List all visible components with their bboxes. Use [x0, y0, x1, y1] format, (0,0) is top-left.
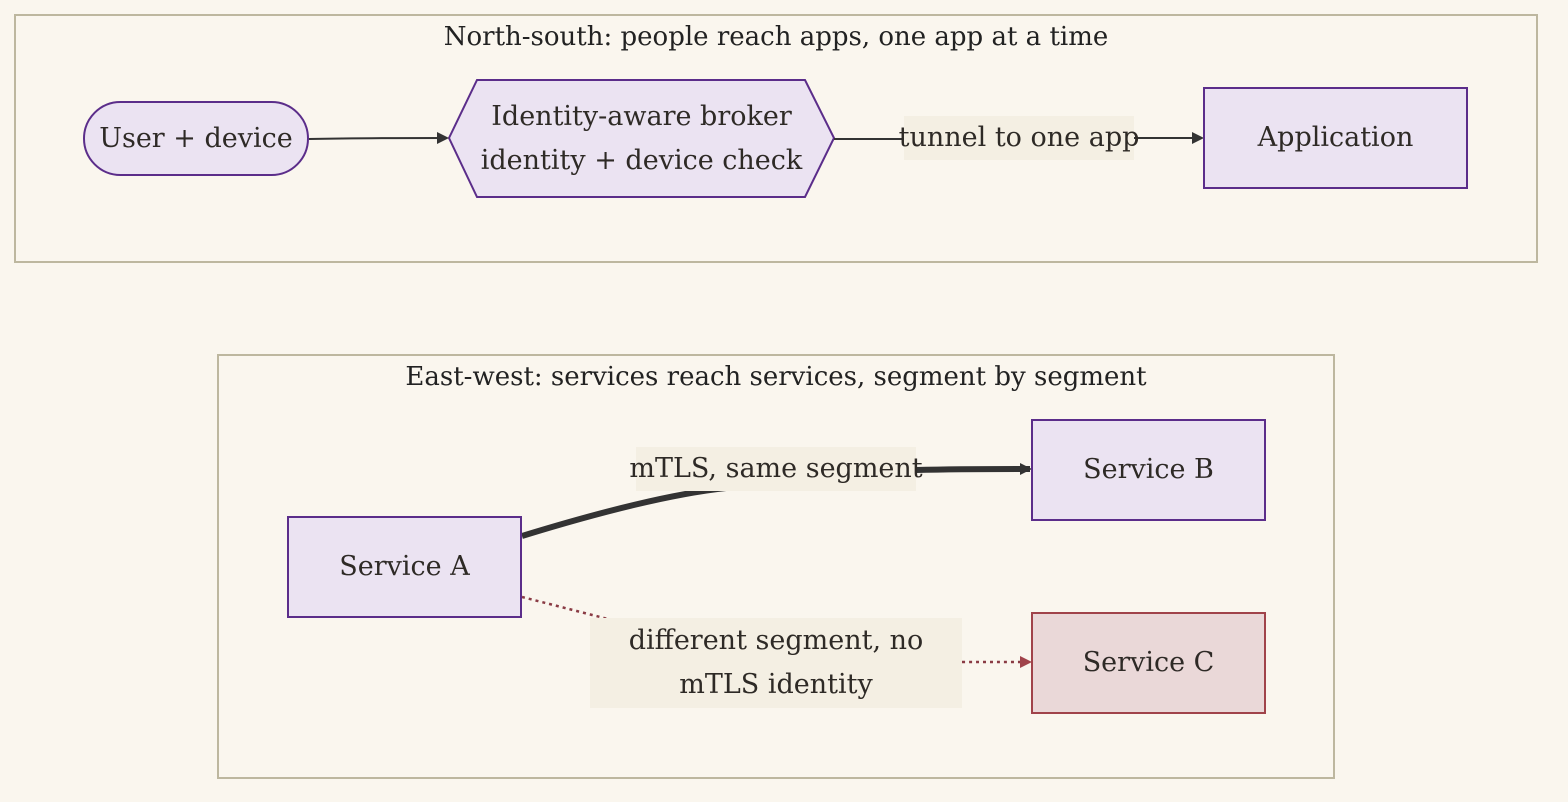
east-west-cluster: East-west: services reach services, segm…	[217, 354, 1335, 779]
user-device-label: User + device	[99, 122, 293, 154]
mtls-edge-label-text: mTLS, same segment	[629, 453, 923, 484]
broker-label-line2: identity + device check	[480, 144, 803, 176]
edge-user-to-broker	[308, 132, 449, 145]
service-b-label: Service B	[1083, 454, 1214, 485]
edge-service-a-to-service-c	[521, 595, 1030, 662]
service-c-node: Service C	[1031, 612, 1266, 714]
service-a-node: Service A	[287, 516, 522, 618]
edge-broker-to-application	[834, 138, 1202, 139]
different-segment-edge-label: different segment, no mTLS identity	[590, 618, 962, 708]
tunnel-edge-label: tunnel to one app	[899, 116, 1139, 160]
north-south-title: North-south: people reach apps, one app …	[443, 22, 1109, 52]
different-segment-label-line1: different segment, no	[628, 625, 924, 656]
tunnel-edge-label-text: tunnel to one app	[898, 122, 1140, 153]
different-segment-label-line2: mTLS identity	[679, 669, 873, 700]
service-c-label: Service C	[1082, 647, 1215, 678]
service-b-node: Service B	[1031, 419, 1266, 521]
identity-broker-node: Identity-aware broker identity + device …	[449, 80, 834, 197]
north-south-cluster: North-south: people reach apps, one app …	[14, 14, 1538, 263]
mtls-edge-label: mTLS, same segment	[629, 447, 923, 491]
east-west-title: East-west: services reach services, segm…	[405, 362, 1147, 392]
broker-label-line1: Identity-aware broker	[491, 100, 792, 132]
application-node: Application	[1203, 87, 1468, 189]
application-label: Application	[1257, 122, 1414, 153]
user-device-node: User + device	[83, 101, 309, 176]
service-a-label: Service A	[339, 551, 470, 582]
